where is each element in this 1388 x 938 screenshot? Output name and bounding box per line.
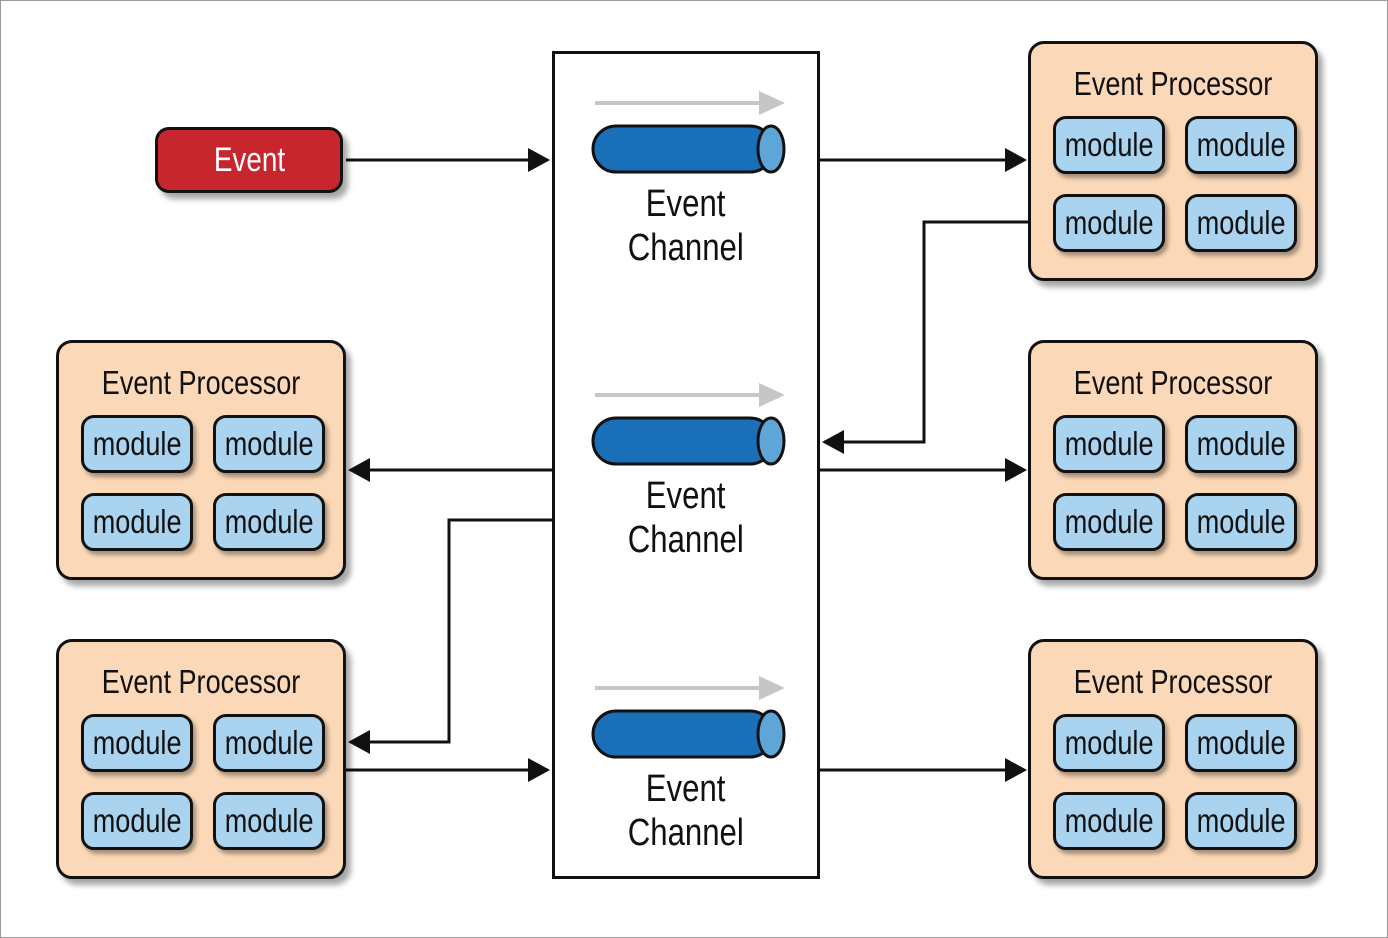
event-processor-top-right: Event Processor module module module mod… — [1028, 41, 1318, 281]
module-box: module — [1185, 792, 1297, 850]
processor-title: Event Processor — [101, 663, 301, 700]
event-channel-3: Event Channel — [555, 673, 817, 873]
module-box: module — [213, 714, 325, 772]
flow-direction-arrow-icon — [595, 383, 785, 407]
module-box: module — [81, 792, 193, 850]
flow-direction-arrow-icon — [595, 676, 785, 700]
module-box: module — [213, 415, 325, 473]
channel-label: Event Channel — [627, 768, 745, 854]
module-box: module — [81, 415, 193, 473]
event-mediator: Event Channel Event Channel Event Channe — [552, 51, 820, 879]
event-label: Event — [213, 140, 285, 179]
module-box: module — [81, 714, 193, 772]
event-processor-bottom-right: Event Processor module module module mod… — [1028, 639, 1318, 879]
arrowhead — [348, 458, 370, 482]
module-box: module — [81, 493, 193, 551]
queue-tube-icon — [591, 124, 786, 174]
queue-tube-icon — [591, 709, 786, 759]
arrowhead — [348, 730, 370, 754]
arrowhead — [1005, 458, 1027, 482]
channel-label: Event Channel — [627, 183, 745, 269]
event-processor-mid-left: Event Processor module module module mod… — [56, 340, 346, 580]
processor-title: Event Processor — [1073, 65, 1273, 102]
processor-title: Event Processor — [1073, 364, 1273, 401]
arrowhead — [1005, 758, 1027, 782]
processor-title: Event Processor — [1073, 663, 1273, 700]
module-box: module — [1053, 714, 1165, 772]
arrow-processor-top-right-to-channel-2 — [824, 220, 1028, 444]
arrowhead — [528, 148, 550, 172]
processor-title: Event Processor — [101, 364, 301, 401]
module-box: module — [1053, 194, 1165, 252]
module-box: module — [1185, 194, 1297, 252]
module-box: module — [1053, 792, 1165, 850]
module-box: module — [1053, 116, 1165, 174]
module-box: module — [213, 792, 325, 850]
module-box: module — [1185, 116, 1297, 174]
event-channel-1: Event Channel — [555, 88, 817, 288]
module-box: module — [1053, 415, 1165, 473]
module-box: module — [1053, 493, 1165, 551]
arrowhead — [1005, 148, 1027, 172]
event-node: Event — [155, 127, 343, 193]
event-processor-bottom-left: Event Processor module module module mod… — [56, 639, 346, 879]
event-processor-mid-right: Event Processor module module module mod… — [1028, 340, 1318, 580]
module-box: module — [1185, 493, 1297, 551]
channel-label: Event Channel — [627, 475, 745, 561]
arrowhead — [822, 430, 844, 454]
flow-direction-arrow-icon — [595, 91, 785, 115]
arrow-channel-2-to-processor-bottom-left — [350, 518, 552, 744]
module-box: module — [1185, 714, 1297, 772]
event-channel-2: Event Channel — [555, 380, 817, 580]
module-box: module — [1185, 415, 1297, 473]
arrowhead — [528, 758, 550, 782]
queue-tube-icon — [591, 416, 786, 466]
module-box: module — [213, 493, 325, 551]
